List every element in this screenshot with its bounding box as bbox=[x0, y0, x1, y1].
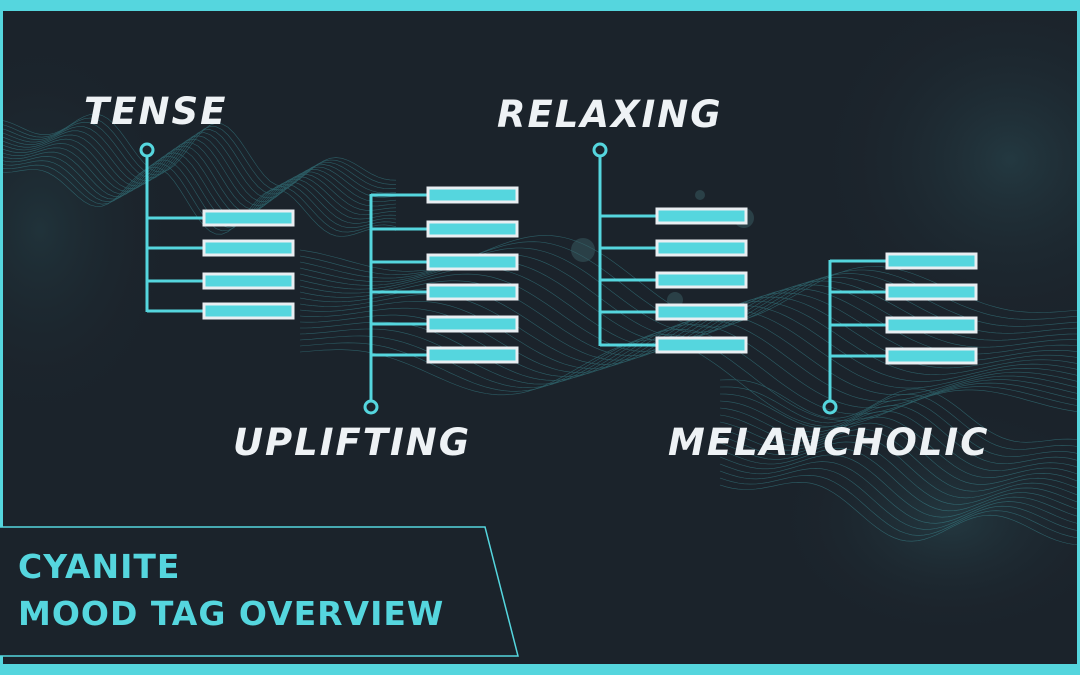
background-wave-line bbox=[719, 441, 1080, 505]
background-wave-line bbox=[0, 121, 397, 195]
tag-bar bbox=[426, 253, 519, 271]
tree-node-tense bbox=[139, 142, 155, 158]
tag-branch bbox=[147, 302, 295, 320]
tag-bar bbox=[885, 252, 978, 270]
background-wave-line bbox=[0, 143, 397, 214]
tag-branch bbox=[600, 271, 748, 289]
background-wave-line bbox=[0, 130, 397, 203]
background-wave-line bbox=[0, 159, 397, 228]
background-wave-line bbox=[719, 448, 1080, 512]
tag-branch bbox=[371, 315, 519, 333]
background-wave-line bbox=[719, 454, 1080, 518]
tag-bar bbox=[426, 220, 519, 238]
tag-branch bbox=[600, 207, 748, 225]
tag-bar bbox=[655, 303, 748, 321]
background-wave-line bbox=[719, 407, 1080, 472]
tag-bar bbox=[885, 283, 978, 301]
background-wave-line bbox=[299, 324, 1080, 409]
mood-label-melancholic: MELANCHOLIC bbox=[668, 421, 990, 464]
title-line-1: CYANITE bbox=[18, 547, 181, 586]
tree-relaxing bbox=[592, 142, 748, 354]
background-wave-line bbox=[0, 126, 397, 199]
tag-bar bbox=[655, 271, 748, 289]
tag-branch bbox=[600, 239, 748, 257]
background-wave-line bbox=[0, 155, 397, 225]
background-wave-line bbox=[299, 301, 1080, 382]
tag-branch bbox=[147, 239, 295, 257]
background-wave-line bbox=[0, 117, 396, 191]
tag-branch bbox=[600, 336, 748, 354]
tag-branch bbox=[371, 283, 519, 301]
background-wave-line bbox=[719, 428, 1080, 492]
tag-branch bbox=[830, 283, 978, 301]
tree-node-melancholic bbox=[822, 399, 838, 415]
background-wave-line bbox=[299, 247, 1080, 333]
background-wave-line bbox=[0, 163, 397, 233]
tree-node-uplifting bbox=[363, 399, 379, 415]
tag-branch bbox=[371, 186, 519, 204]
background-wave-line bbox=[719, 379, 1080, 443]
tag-branch bbox=[830, 252, 978, 270]
tag-branch bbox=[371, 253, 519, 271]
tag-bar bbox=[885, 347, 978, 365]
mood-label-tense: TENSE bbox=[84, 90, 228, 133]
background-wave-line bbox=[0, 151, 397, 221]
tree-melancholic bbox=[822, 252, 978, 415]
tag-branch bbox=[830, 347, 978, 365]
tree-tense bbox=[139, 142, 295, 320]
bottom-border bbox=[0, 664, 1080, 675]
background-wave-line bbox=[719, 414, 1080, 478]
mood-label-uplifting: UPLIFTING bbox=[233, 421, 472, 464]
background-wave-line bbox=[719, 400, 1080, 465]
right-border bbox=[1077, 0, 1080, 675]
tree-node-relaxing bbox=[592, 142, 608, 158]
top-border bbox=[0, 0, 1080, 11]
tag-branch bbox=[600, 303, 748, 321]
tag-bar bbox=[202, 302, 295, 320]
background-wave-line bbox=[719, 386, 1080, 450]
background-wave-line bbox=[719, 468, 1080, 532]
tag-branch bbox=[371, 220, 519, 238]
tag-bar bbox=[426, 186, 519, 204]
tree-uplifting bbox=[363, 186, 519, 415]
tag-branch bbox=[830, 316, 978, 334]
background-wave-line bbox=[0, 134, 397, 206]
tag-bar bbox=[426, 283, 519, 301]
background-wave-line bbox=[719, 421, 1080, 485]
tag-bar bbox=[885, 316, 978, 334]
tag-branch bbox=[371, 346, 519, 364]
background-wave-line bbox=[719, 474, 1080, 539]
tag-branch bbox=[147, 209, 295, 227]
tag-bar bbox=[426, 346, 519, 364]
tag-bar bbox=[202, 209, 295, 227]
tag-bar bbox=[202, 272, 295, 290]
background-wave-line bbox=[0, 113, 397, 187]
background-wave-line bbox=[719, 481, 1080, 546]
background-wave-line bbox=[299, 307, 1080, 389]
title-line-2: MOOD TAG OVERVIEW bbox=[18, 594, 445, 633]
tag-bar bbox=[202, 239, 295, 257]
background-wave-line bbox=[719, 435, 1080, 499]
mood-label-relaxing: RELAXING bbox=[497, 93, 723, 136]
tag-bar bbox=[655, 239, 748, 257]
title-panel-outline bbox=[0, 526, 519, 657]
tag-bar bbox=[426, 315, 519, 333]
background-wave-line bbox=[0, 147, 396, 217]
background-wave-line bbox=[719, 393, 1080, 457]
tag-branch bbox=[147, 272, 295, 290]
tag-bar bbox=[655, 336, 748, 354]
tag-bar bbox=[655, 207, 748, 225]
left-border bbox=[0, 0, 3, 675]
background-wave-line bbox=[0, 138, 397, 210]
background-wave-line bbox=[719, 461, 1080, 525]
